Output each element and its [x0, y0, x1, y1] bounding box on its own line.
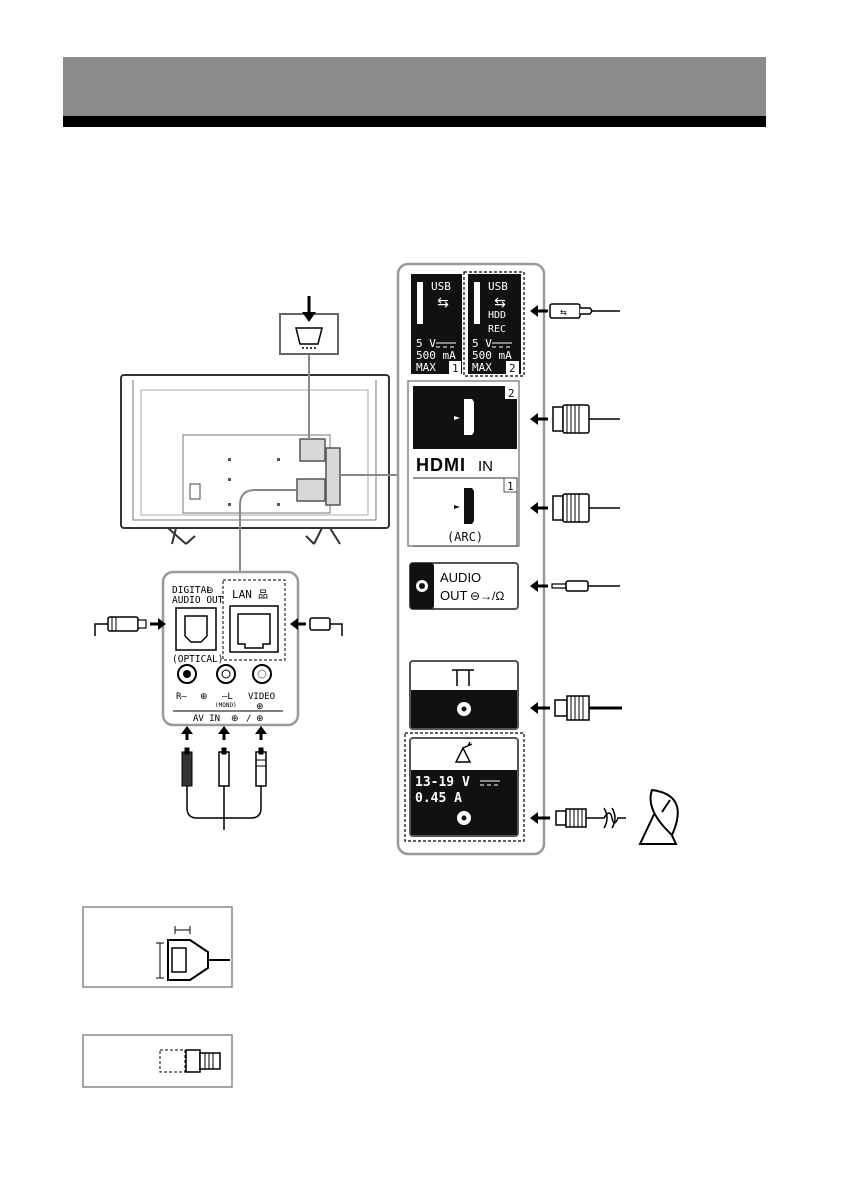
tv-rear-illustration: [121, 375, 389, 544]
rear-terminal-panel: DIGITAL ⊖ AUDIO OUT (OPTICAL) LAN 品 R– ⊕…: [163, 572, 298, 725]
satellite-current: 0.45 A: [415, 791, 462, 806]
side-terminal-panel: USB ⇆ 5 V 500 mA MAX 1 USB ⇆ HDD REC 5 V…: [398, 264, 544, 854]
audio-out-port: AUDIO OUT ⊖→/Ω: [410, 563, 518, 609]
hdmi1-number: 1: [507, 480, 514, 493]
hdmi-arc-label: (ARC): [447, 530, 483, 544]
antenna-port: [410, 661, 518, 729]
hdmi2-number: 2: [508, 387, 515, 400]
network-icon: 品: [258, 589, 268, 601]
usb1-title: USB: [431, 280, 451, 293]
l-label: –L: [222, 692, 233, 702]
input-icon: ⊕: [256, 701, 264, 711]
usb2-title: USB: [488, 280, 508, 293]
audio-out-line1: AUDIO: [440, 570, 481, 585]
usb-icon: ⇆: [494, 294, 506, 310]
usb-port-1: USB ⇆ 5 V 500 mA MAX 1: [411, 274, 462, 375]
lan-label: LAN: [232, 588, 252, 601]
av-separator: /: [246, 714, 251, 724]
satellite-voltage: 13-19 V: [415, 775, 470, 790]
mono-label: (MONO): [215, 702, 237, 709]
usb-icon: ⇆: [437, 294, 449, 310]
headphone-icon: ⊖→/Ω: [470, 589, 504, 603]
hdmi-block: 2 HDMI IN 1 (ARC): [408, 381, 519, 546]
optical-label: (OPTICAL): [172, 654, 223, 665]
rca-cables: [181, 726, 267, 830]
r-label: R–: [176, 692, 187, 702]
usb2-hdd: HDD: [488, 310, 506, 321]
digital-line2: AUDIO OUT: [172, 595, 224, 606]
usb2-max: MAX: [472, 361, 492, 374]
hdmi-in-label: IN: [478, 458, 493, 475]
svg-text:⇆: ⇆: [560, 308, 567, 317]
hdmi-logo: HDMI: [416, 455, 466, 475]
input-icon: ⊕: [231, 713, 239, 723]
input-icon: ⊕: [200, 691, 208, 701]
av-in-label: AV IN: [193, 714, 220, 724]
usb2-number: 2: [509, 362, 516, 375]
audio-out-line2: OUT: [440, 588, 468, 603]
satellite-port: 13-19 V 0.45 A: [405, 733, 524, 841]
usb-port-2: USB ⇆ HDD REC 5 V 500 mA MAX 2: [464, 272, 524, 376]
usb1-max: MAX: [416, 361, 436, 374]
satellite-dish-icon: [640, 790, 678, 844]
hdmi-plug-dimensions-callout: [83, 907, 232, 987]
input-icon: ⊕: [256, 713, 264, 723]
usb2-rec: REC: [488, 324, 506, 335]
usb1-number: 1: [452, 362, 459, 375]
coax-plug-callout: [83, 1035, 232, 1087]
output-icon: ⊖: [206, 585, 214, 595]
optical-cable: [95, 617, 166, 636]
